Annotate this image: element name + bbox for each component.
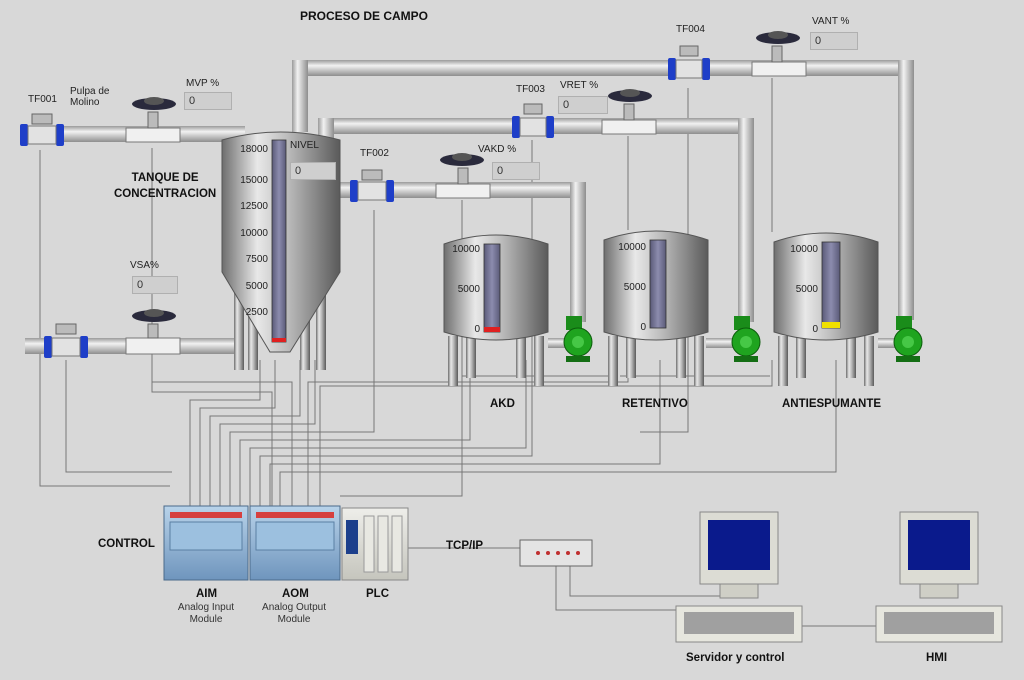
- valve-vakd[interactable]: [435, 153, 491, 199]
- akd-label: AKD: [490, 398, 515, 410]
- valve-vant[interactable]: [751, 31, 807, 77]
- tcpip-label: TCP/IP: [446, 540, 484, 552]
- hmi-label: HMI: [926, 652, 948, 664]
- tf004-label: TF004: [676, 24, 705, 35]
- flow-meter-bottom[interactable]: [44, 323, 88, 358]
- tank-scale-2: 12500: [240, 201, 268, 212]
- flow-meter-tf001[interactable]: [20, 113, 64, 146]
- flow-meter-tf003[interactable]: [512, 103, 554, 138]
- ret-scale-2: 0: [640, 322, 646, 333]
- aom-label: AOM: [282, 588, 309, 600]
- vakd-field[interactable]: 0: [492, 162, 540, 180]
- nivel-label: NIVEL: [290, 140, 319, 151]
- vant-field[interactable]: 0: [810, 32, 858, 50]
- pump-antiespumante[interactable]: [893, 316, 923, 362]
- mvp-label: MVP %: [186, 78, 220, 89]
- ant-scale-2: 0: [812, 324, 818, 335]
- vret-field[interactable]: 0: [558, 96, 608, 114]
- valve-vret[interactable]: [601, 89, 657, 135]
- tank-title: TANQUE DE CONCENTRACION: [114, 172, 217, 200]
- ret-scale-0: 10000: [618, 242, 646, 253]
- server-computer: [675, 511, 803, 643]
- vsa-field[interactable]: 0: [132, 276, 178, 294]
- hmi-computer: [875, 511, 1003, 643]
- retentivo-label: RETENTIVO: [622, 398, 688, 410]
- aim-label: AIM: [196, 588, 218, 600]
- tank-retentivo: [603, 230, 709, 386]
- plc-label: PLC: [366, 588, 389, 600]
- tank-scale-4: 7500: [246, 254, 269, 265]
- vsa-label: VSA%: [130, 260, 159, 271]
- valve-mvp[interactable]: [125, 97, 181, 143]
- tf002-label: TF002: [360, 148, 389, 159]
- tank-akd: [443, 234, 549, 386]
- ret-scale-1: 5000: [624, 282, 647, 293]
- tank-scale-1: 15000: [240, 175, 268, 186]
- aim-sub-label: Analog Input Module: [177, 602, 235, 625]
- network-switch: [519, 539, 593, 567]
- nivel-field[interactable]: 0: [290, 162, 336, 180]
- concentration-tank: [221, 131, 341, 370]
- ant-scale-0: 10000: [790, 244, 818, 255]
- flow-meter-tf002[interactable]: [350, 169, 394, 202]
- vant-label: VANT %: [812, 16, 850, 27]
- pulpa-label: Pulpa de Molino: [70, 86, 110, 108]
- akd-scale-0: 10000: [452, 244, 480, 255]
- pump-akd[interactable]: [563, 316, 593, 362]
- akd-scale-1: 5000: [458, 284, 481, 295]
- vret-label: VRET %: [560, 80, 599, 91]
- control-rack: [163, 505, 409, 581]
- tank-scale-3: 10000: [240, 228, 268, 239]
- tf001-label: TF001: [28, 94, 57, 105]
- tank-scale-0: 18000: [240, 144, 268, 155]
- tank-scale-6: 2500: [246, 307, 269, 318]
- antiespumante-label: ANTIESPUMANTE: [782, 398, 882, 410]
- aom-sub-label: Analog Output Module: [262, 602, 326, 625]
- page-title: PROCESO DE CAMPO: [300, 9, 429, 23]
- control-label: CONTROL: [98, 538, 155, 550]
- flow-meter-tf004[interactable]: [668, 45, 710, 80]
- vakd-label: VAKD %: [478, 144, 517, 155]
- mvp-field[interactable]: 0: [184, 92, 232, 110]
- akd-scale-2: 0: [474, 324, 480, 335]
- ant-scale-1: 5000: [796, 284, 819, 295]
- signal-wiring: [39, 78, 876, 627]
- scale-labels: 18000 15000 12500 10000 7500 5000 2500 1…: [240, 144, 818, 335]
- tank-antiespumante: [773, 232, 879, 386]
- servidor-label: Servidor y control: [686, 652, 785, 664]
- tf003-label: TF003: [516, 84, 545, 95]
- pump-retentivo[interactable]: [731, 316, 761, 362]
- valve-vsa[interactable]: [125, 309, 181, 355]
- tank-scale-5: 5000: [246, 281, 269, 292]
